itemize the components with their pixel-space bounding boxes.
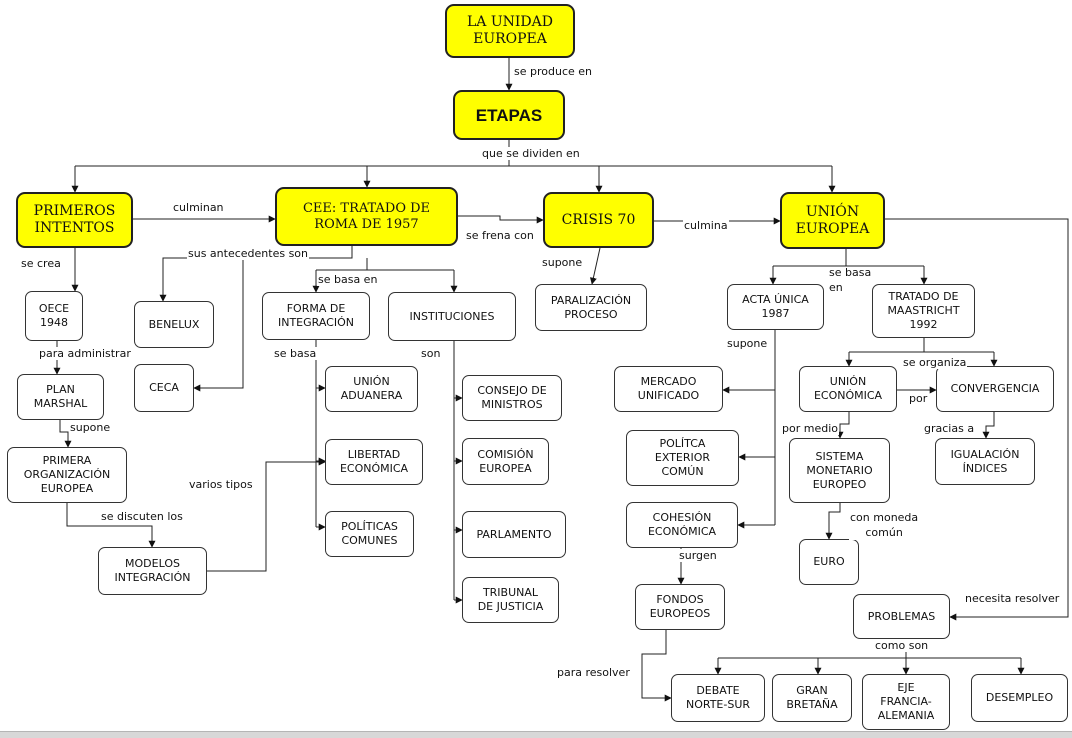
node-union-economica: UNIÓN ECONÓMICA	[799, 366, 897, 412]
node-la-unidad-europea: LA UNIDAD EUROPEA	[445, 4, 575, 58]
node-debate-norte-sur: DEBATE NORTE-SUR	[671, 674, 765, 722]
label-se-organiza: se organiza	[902, 356, 968, 369]
node-plan-marshal: PLAN MARSHAL	[17, 374, 104, 420]
label-para-administrar: para administrar	[38, 347, 132, 360]
node-sistema-monetario: SISTEMA MONETARIO EUROPEO	[789, 438, 890, 503]
label-por: por	[908, 392, 929, 405]
connector-por-medio	[836, 412, 850, 439]
node-consejo-ministros: CONSEJO DE MINISTROS	[462, 375, 562, 421]
label-que-se-dividen-en: que se dividen en	[481, 147, 581, 160]
node-ceca: CECA	[134, 364, 194, 412]
connector-varios-tipos	[207, 458, 326, 572]
node-tratado-maastricht: TRATADO DE MAASTRICHT 1992	[872, 284, 975, 338]
label-para-resolver: para resolver	[556, 666, 631, 679]
node-paralizacion-proceso: PARALIZACIÓN PROCESO	[535, 284, 647, 331]
label-se-basa-en-cee: se basa en	[317, 273, 379, 286]
connector-se-organiza	[849, 338, 994, 353]
node-gran-bretana: GRAN BRETAÑA	[772, 674, 852, 722]
connector-necesita-resolver	[885, 218, 1069, 621]
node-convergencia: CONVERGENCIA	[936, 366, 1054, 412]
label-gracias-a: gracias a	[923, 422, 976, 435]
label-por-medio: por medio	[781, 422, 839, 435]
node-crisis-70: CRISIS 70	[543, 192, 654, 248]
node-primeros-intentos: PRIMEROS INTENTOS	[16, 192, 133, 248]
label-como-son: como son	[874, 639, 930, 652]
connector-supone-crisis	[589, 247, 601, 285]
node-politicas-comunes: POLÍTICAS COMUNES	[325, 511, 414, 557]
node-modelos-integracion: MODELOS INTEGRACIÓN	[98, 547, 207, 595]
label-supone-crisis: supone	[541, 256, 584, 269]
node-parlamento: PARLAMENTO	[462, 511, 566, 558]
label-surgen: surgen	[678, 549, 718, 562]
label-se-discuten-los: se discuten los	[100, 510, 184, 523]
label-sus-antecedentes-son: sus antecedentes son	[187, 247, 310, 260]
node-oece: OECE 1948	[25, 291, 83, 341]
connector-se-frena	[458, 215, 544, 224]
label-culminan: culminan	[172, 201, 225, 214]
node-union-europea: UNIÓN EUROPEA	[780, 192, 885, 249]
node-comision-europea: COMISIÓN EUROPEA	[462, 438, 549, 485]
label-necesita-resolver: necesita resolver	[964, 592, 1061, 605]
label-se-crea: se crea	[20, 257, 62, 270]
label-culmina: culmina	[683, 219, 729, 232]
connector-con-moneda	[825, 503, 841, 540]
connector-ue-se-basa	[773, 249, 924, 267]
label-supone-marshal: supone	[69, 421, 112, 434]
node-forma-integracion: FORMA DE INTEGRACIÓN	[262, 292, 370, 340]
node-cee-tratado-roma: CEE: TRATADO DE ROMA DE 1957	[275, 187, 458, 246]
node-benelux: BENELUX	[134, 301, 214, 348]
connector-como-son	[718, 639, 1021, 659]
node-instituciones: INSTITUCIONES	[388, 292, 516, 341]
connector-se-basa-en	[316, 258, 454, 271]
node-euro: EURO	[799, 539, 859, 585]
connector-para-resolver	[641, 630, 672, 702]
label-se-produce-en: se produce en	[513, 65, 593, 78]
connector-se-discuten	[66, 503, 156, 548]
label-varios-tipos: varios tipos	[188, 478, 254, 491]
node-libertad-economica: LIBERTAD ECONÓMICA	[325, 439, 423, 485]
node-etapas: ETAPAS	[453, 90, 565, 140]
node-acta-unica: ACTA ÚNICA 1987	[727, 284, 824, 330]
window-bottom-bar	[0, 731, 1072, 738]
node-mercado-unificado: MERCADO UNIFICADO	[614, 366, 723, 412]
label-con-moneda-comun: con moneda común	[849, 510, 920, 540]
label-son: son	[420, 347, 442, 360]
label-supone-acta: supone	[726, 337, 769, 350]
connector-gracias-a	[982, 412, 995, 439]
node-desempleo: DESEMPLEO	[971, 674, 1068, 722]
node-cohesion-economica: COHESIÓN ECONÓMICA	[626, 502, 738, 548]
node-problemas: PROBLEMAS	[853, 594, 950, 639]
label-se-frena-con: se frena con	[465, 229, 535, 242]
node-eje-francia-alemania: EJE FRANCIA- ALEMANIA	[862, 674, 950, 730]
node-union-aduanera: UNIÓN ADUANERA	[325, 366, 418, 412]
connector-etapas-split	[75, 140, 832, 167]
connector-antecedentes-ceca	[193, 258, 244, 392]
label-se-basa-en-ue: se basa en	[829, 266, 872, 294]
label-se-basa-forma: se basa	[273, 347, 318, 360]
node-fondos-europeos: FONDOS EUROPEOS	[635, 584, 725, 630]
node-politica-exterior: POLÍTCA EXTERIOR COMÚN	[626, 430, 739, 486]
node-tribunal-justicia: TRIBUNAL DE JUSTICIA	[462, 577, 559, 623]
node-primera-organizacion: PRIMERA ORGANIZACIÓN EUROPEA	[7, 447, 127, 503]
connector-supone-marshal	[59, 420, 72, 448]
node-igualacion-indices: IGUALACIÓN ÍNDICES	[935, 438, 1035, 485]
